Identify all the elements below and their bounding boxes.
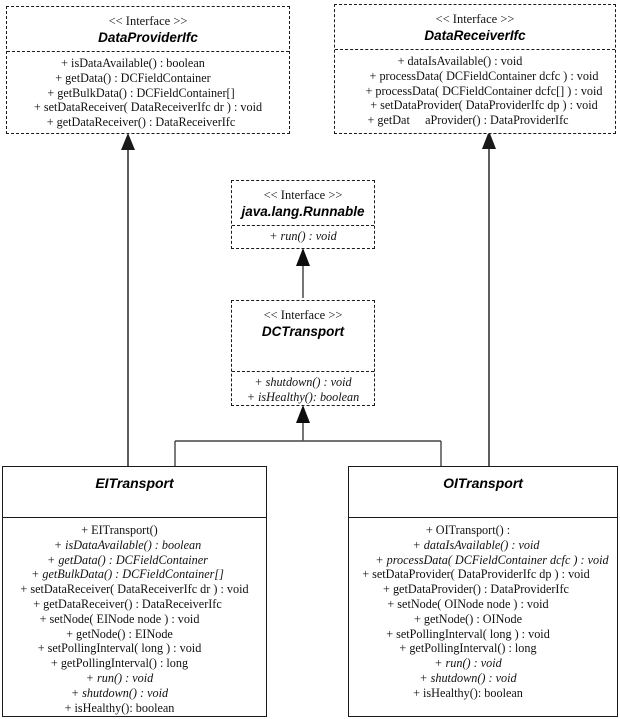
member-item: + isDataAvailable() : boolean [53,537,202,552]
member-item: + run() : void [269,229,337,243]
member-item: + shutdown() : void [254,375,352,389]
member-item: + setPollingInterval( long ) : void [386,626,550,641]
member-item: + getDataReceiver() : DataReceiverIfc [33,596,222,611]
class-box-oi-transport[interactable]: OITransport + OITransport() : + dataIsAv… [348,466,618,717]
header-compartment: << Interface >> java.lang.Runnable [232,181,374,225]
member-item: + setDataProvider( DataProviderIfc dp ) … [370,98,598,113]
member-item: + getBulkData() : DCFieldContainer[] [47,85,235,100]
member-item: + run() : void [85,670,154,685]
member-item: + isHealthy(): boolean [413,685,523,700]
member-item: + getNode() : OINode [413,611,523,626]
header-compartment: << Interface >> DataReceiverIfc [335,5,615,49]
interface-name: DataReceiverIfc [424,28,526,43]
interface-box-dc-transport[interactable]: << Interface >> DCTransport + shutdown()… [231,300,375,406]
class-name: OITransport [443,475,523,491]
member-item: + isHealthy(): boolean [246,389,360,404]
member-item: + OITransport() : [425,523,511,537]
member-item: + getBulkData() : DCFieldContainer[] [31,567,224,582]
edge-dc-transport-to-runnable [296,248,310,298]
interface-name: DataProviderIfc [98,30,198,45]
member-item: + getDataReceiver() : DataReceiverIfc [46,115,236,130]
class-box-ei-transport[interactable]: EITransport + EITransport() + isDataAvai… [2,466,267,717]
member-item: + getNode() : EINode [66,626,173,641]
members-compartment: + shutdown() : void + isHealthy(): boole… [232,371,374,409]
member-item: + shutdown() : void [70,685,169,700]
interface-name: java.lang.Runnable [241,204,365,219]
edge-oi-transport-to-data-receiver-ifc [482,131,496,466]
member-item: + isDataAvailable() : boolean [61,56,205,70]
member-item: + setPollingInterval( long ) : void [37,641,202,656]
member-item: + processData( DCFieldContainer dcfc ) :… [375,552,609,567]
member-item: + shutdown() : void [419,670,517,685]
member-item: + getDataProvider() : DataProviderIfc [383,582,569,597]
member-item: + setDataProvider( DataProviderIfc dp ) … [362,567,590,582]
member-item: + EITransport() [81,523,158,537]
interface-box-data-provider-ifc[interactable]: << Interface >> DataProviderIfc + isData… [6,6,290,134]
stereotype-label: << Interface >> [435,12,515,26]
members-compartment: + EITransport() + isDataAvailable() : bo… [3,517,266,719]
member-item: + getData() : DCFieldContainer [55,70,211,85]
member-item: + getPollingInterval() : long [50,656,189,671]
header-compartment: EITransport [3,467,266,517]
interface-box-java-lang-runnable[interactable]: << Interface >> java.lang.Runnable + run… [231,180,375,249]
members-compartment: + OITransport() : + dataIsAvailable() : … [349,517,617,705]
member-item: + setNode( OINode node ) : void [387,596,549,611]
members-compartment: + run() : void [232,225,374,248]
member-item: + isHealthy(): boolean [64,700,175,715]
members-compartment: + dataIsAvailable() : void + processData… [335,49,615,132]
edge-transports-to-dc-transport [174,405,442,467]
class-name: EITransport [95,475,174,491]
member-item: + processData( DCFieldContainer dcfc ) :… [369,68,599,83]
member-item: + processData( DCFieldContainer dcfc[] )… [365,83,603,98]
stereotype-label: << Interface >> [263,308,343,322]
member-item: + getDat aProvider() : DataProviderIfc [367,113,569,128]
members-compartment: + isDataAvailable() : boolean + getData(… [7,51,289,134]
header-compartment: << Interface >> DataProviderIfc [7,7,289,51]
edge-ei-transport-to-data-provider-ifc [121,133,135,466]
header-compartment: OITransport [349,467,617,517]
member-item: + dataIsAvailable() : void [397,54,523,68]
member-item: + dataIsAvailable() : void [412,537,540,552]
member-item: + getPollingInterval() : long [399,641,537,656]
stereotype-label: << Interface >> [263,188,343,202]
member-item: + setDataReceiver( DataReceiverIfc dr ) … [33,100,263,115]
member-item: + run() : void [434,656,502,671]
member-item: + getData() : DCFieldContainer [47,552,208,567]
header-compartment: << Interface >> DCTransport [232,301,374,371]
interface-name: DCTransport [261,324,345,339]
interface-box-data-receiver-ifc[interactable]: << Interface >> DataReceiverIfc + dataIs… [334,4,616,134]
member-item: + setNode( EINode node ) : void [39,611,200,626]
stereotype-label: << Interface >> [108,14,188,28]
member-item: + setDataReceiver( DataReceiverIfc dr ) … [20,582,249,597]
